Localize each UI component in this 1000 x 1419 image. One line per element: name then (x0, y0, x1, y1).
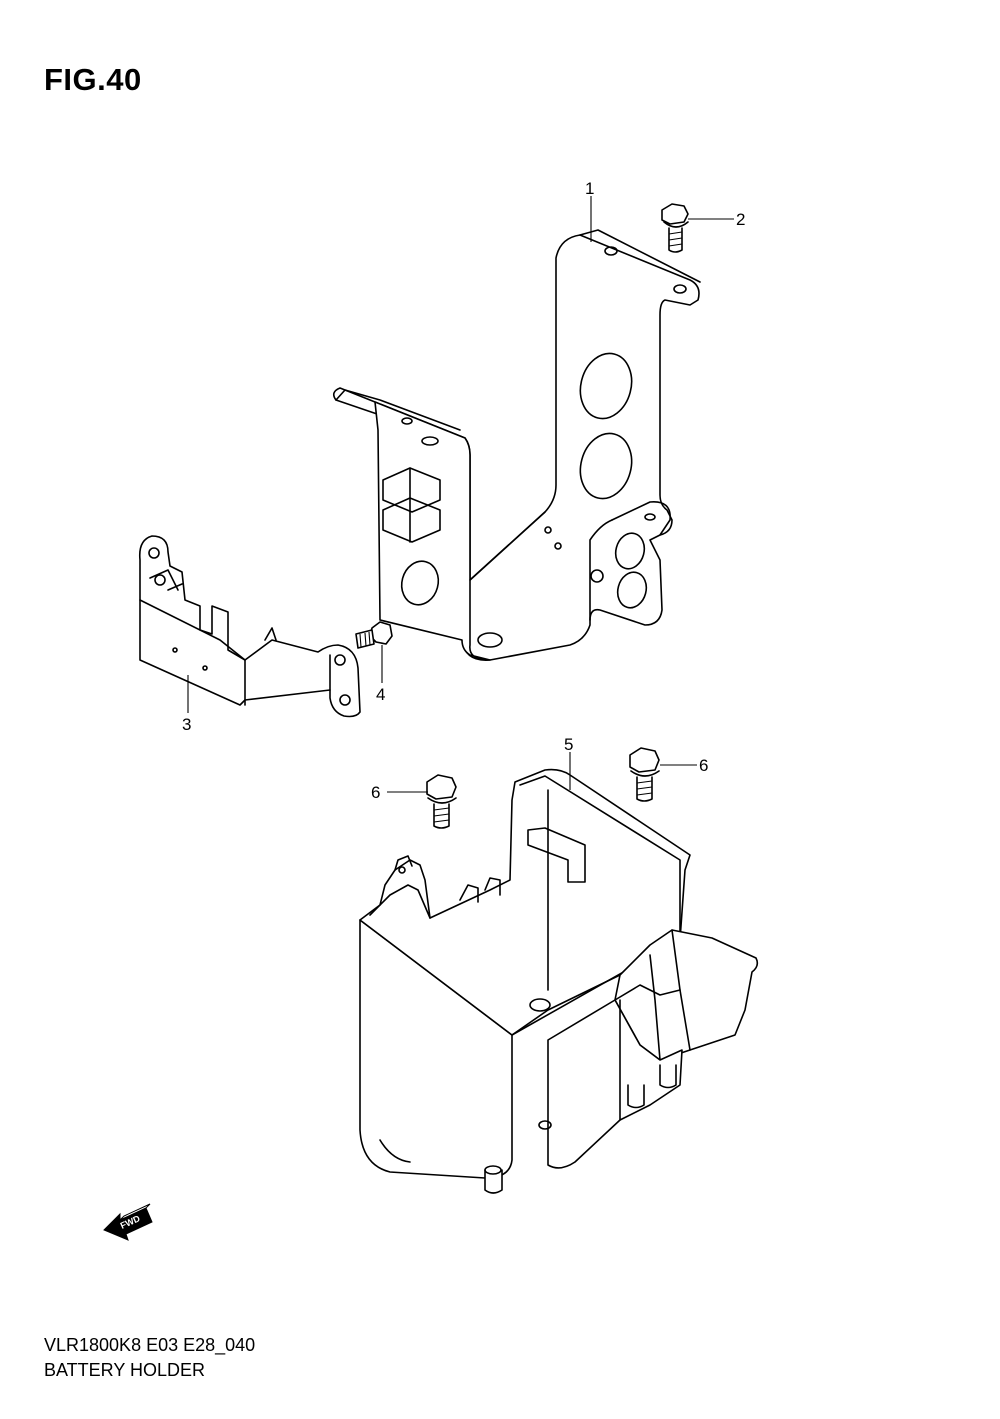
figure-title: FIG.40 (44, 62, 142, 97)
callout-4: 4 (376, 685, 385, 704)
callout-5: 5 (564, 735, 573, 754)
callout-3: 3 (182, 715, 191, 734)
callout-1: 1 (585, 179, 594, 198)
part-2-bolt (661, 203, 689, 253)
part-4-bolt (355, 621, 393, 649)
section-name: BATTERY HOLDER (44, 1360, 206, 1380)
part-6-bolt-left (426, 774, 457, 829)
model-code: VLR1800K8 E03 E28_040 (44, 1335, 256, 1355)
callout-2: 2 (736, 210, 745, 229)
part-3-side-bracket (138, 535, 361, 718)
callout-6-right: 6 (699, 756, 708, 775)
leader-lines (187, 196, 734, 793)
fwd-arrow-icon: FWD (103, 1203, 153, 1241)
part-1-bracket (332, 229, 701, 661)
part-6-bolt-right (629, 747, 660, 802)
part-5-battery-tray (359, 768, 759, 1194)
callout-6-left: 6 (371, 783, 380, 802)
callout-labels: 1 2 3 4 5 6 6 (182, 179, 745, 802)
